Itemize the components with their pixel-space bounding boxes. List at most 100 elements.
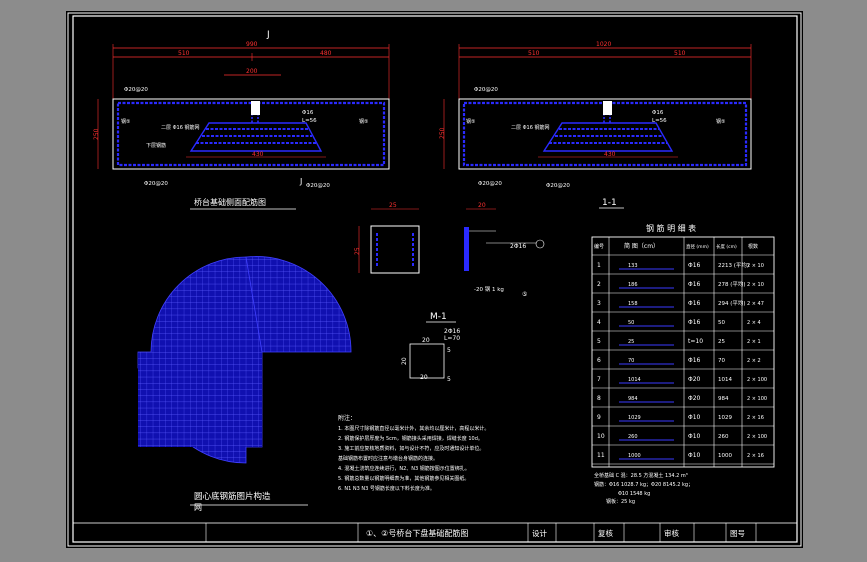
left-dim-height: 250 [93, 128, 100, 140]
table-cell-count: 2 × 100 [747, 396, 767, 402]
table-cell-len: 260 [718, 434, 729, 440]
table-cell-count: 2 × 100 [747, 434, 767, 440]
note-6: 5. 钢筋总数量以钢筋明细表为准，其他钢筋参见相关图纸。 [338, 475, 469, 482]
table-header-dia: 直径 (mm) [686, 243, 709, 250]
table-cell-count: 2 × 10 [747, 263, 764, 269]
right-rebar-mid2: L=56 [652, 118, 667, 124]
right-dim-left: 510 [528, 50, 540, 57]
table-summary-4: 钢板：25 kg [606, 498, 635, 505]
table-cell-shape: 133 [628, 263, 638, 269]
title-block-design: 设计 [532, 528, 547, 538]
left-rebar-top: Φ20@20 [124, 87, 148, 93]
table-header-count: 根数 [748, 243, 758, 250]
left-dim-right: 480 [320, 50, 332, 57]
table-cell-dia: Φ10 [688, 452, 701, 459]
left-label-side-right: 钢⑤ [359, 118, 368, 125]
cad-drawing: J J 990 510 480 200 430 250 Φ20@20 Φ20@2… [67, 12, 802, 547]
table-cell-no: 11 [597, 452, 605, 459]
table-header-len: 长度 (cm) [716, 243, 737, 250]
table-cell-shape: 1029 [628, 415, 641, 421]
left-side-view: 990 510 480 200 430 250 Φ20@20 Φ20@20 Φ2… [93, 41, 390, 189]
table-cell-len: 2213 (平均) [718, 261, 749, 269]
bar-note: -20 钢 1 kg [474, 285, 504, 293]
title-grid-sub: 网 [194, 503, 202, 512]
table-cell-no: 9 [597, 414, 601, 421]
note-5: 4. 混凝土浇筑应连续进行，N2、N3 钢筋按图示位置绑扎。 [338, 465, 470, 472]
rebar-table-title: 钢 筋 明 细 表 [646, 223, 696, 233]
table-cell-count: 2 × 47 [747, 301, 764, 307]
table-summary-3: Φ10 1548 kg [618, 491, 650, 497]
table-cell-dia: Φ16 [688, 319, 701, 326]
right-dim-right: 510 [674, 50, 686, 57]
table-cell-count: 2 × 16 [747, 453, 764, 459]
rebar-table: 钢 筋 明 细 表 编号 简 图（cm） 直径 (mm) 长度 (cm) 根数 … [591, 223, 775, 505]
right-label-side-left: 钢⑤ [466, 118, 475, 125]
table-summary-1: 全桥基础 C 混：28.5 方混凝土 134.2 m³ [594, 472, 688, 479]
left-rebar-mid2: L=56 [302, 118, 317, 124]
note-3: 3. 施工前应复核地质资料，如与设计不符，应及时通知设计单位。 [338, 445, 484, 452]
title-side-view: 桥台基础侧面配筋图 [194, 197, 266, 207]
table-cell-shape: 1000 [628, 453, 641, 459]
right-rebar-mid: Φ16 [652, 110, 664, 116]
table-cell-count: 2 × 1 [747, 339, 761, 345]
table-cell-shape: 158 [628, 301, 638, 307]
table-cell-shape: 186 [628, 282, 638, 288]
title-block-title: ①、②号桥台下盘基础配筋图 [366, 528, 468, 538]
right-dim-height: 250 [439, 127, 446, 139]
title-grid: 圆心底钢筋图片构造 [194, 491, 271, 502]
bar-dim: 20 [478, 202, 486, 209]
title-block-drawing-no: 图号 [730, 529, 745, 538]
table-cell-no: 3 [597, 300, 601, 307]
note-4: 基础钢筋布置时应注意与墩台身钢筋的连接。 [338, 455, 438, 462]
table-cell-dia: Φ10 [688, 414, 701, 421]
note-7: 6. N1 N3 N3 号钢筋长度以下料长度为准。 [338, 485, 435, 492]
right-label-side-right: 钢⑤ [716, 118, 725, 125]
left-label-low: 下层钢筋 [146, 142, 166, 149]
table-cell-no: 6 [597, 357, 601, 364]
table-header-shape: 简 图（cm） [624, 242, 659, 250]
table-cell-no: 7 [597, 376, 601, 383]
table-cell-shape: 1014 [628, 377, 641, 383]
title-block: ①、②号桥台下盘基础配筋图 设计 复核 审核 图号 [72, 522, 798, 543]
section-label: 1-1 [602, 198, 617, 208]
table-cell-dia: Φ16 [688, 357, 701, 364]
section-m-dim2: 5 [447, 347, 451, 354]
marker-j-bottom: J [299, 177, 302, 186]
table-cell-dia: Φ20 [688, 395, 701, 402]
table-cell-no: 8 [597, 395, 601, 402]
left-dim-top-mid: 200 [246, 68, 258, 75]
table-cell-len: 1014 [718, 377, 732, 383]
outer-frame [67, 12, 802, 547]
small-box-dim-w: 25 [389, 202, 397, 209]
section-m-dim3: 20 [420, 374, 428, 381]
left-label-side-left: 钢⑤ [121, 118, 130, 125]
left-rebar-bottom2: Φ20@20 [306, 183, 330, 189]
drawing-canvas[interactable]: J J 990 510 480 200 430 250 Φ20@20 Φ20@2… [66, 11, 803, 548]
table-cell-no: 10 [597, 433, 605, 440]
table-cell-count: 2 × 10 [747, 282, 764, 288]
bar-piece: 20 2Φ16 -20 钢 1 kg ⑤ [464, 202, 545, 298]
table-cell-len: 25 [718, 339, 725, 345]
table-summary-2: 钢筋：Φ16 1028.7 kg；Φ20 8145.2 kg； [594, 481, 693, 488]
right-label-mid: 二层 Φ16 钢筋网 [511, 124, 549, 131]
table-cell-shape: 984 [628, 396, 638, 402]
left-dim-left: 510 [178, 50, 190, 57]
title-block-approve: 审核 [664, 528, 679, 538]
left-rebar-mid: Φ16 [302, 110, 314, 116]
table-cell-shape: 70 [628, 358, 634, 364]
table-cell-no: 2 [597, 281, 601, 288]
table-cell-dia: Φ16 [688, 262, 701, 269]
table-cell-shape: 25 [628, 339, 634, 345]
small-box-section: 25 25 [354, 202, 420, 274]
table-header-no: 编号 [594, 243, 604, 250]
table-cell-no: 5 [597, 338, 601, 345]
table-cell-shape: 50 [628, 320, 634, 326]
table-cell-len: 984 [718, 396, 729, 402]
small-box-dim-h: 25 [354, 247, 361, 255]
right-rebar-top: Φ20@20 [474, 87, 498, 93]
left-rebar-bottom: Φ20@20 [144, 181, 168, 187]
right-rebar-bottom2: Φ20@20 [546, 183, 570, 189]
table-cell-count: 2 × 4 [747, 320, 761, 326]
bar-rebar: 2Φ16 [510, 243, 526, 250]
table-cell-count: 2 × 16 [747, 415, 764, 421]
